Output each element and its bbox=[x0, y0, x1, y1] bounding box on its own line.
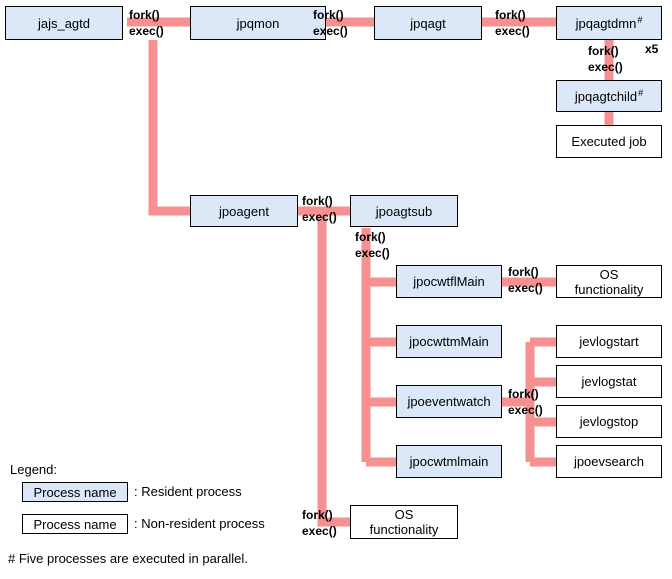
process-jpoagtsub: jpoagtsub bbox=[350, 195, 458, 227]
fork-exec-label: fork()exec() bbox=[495, 8, 530, 38]
process-jpqmon: jpqmon bbox=[190, 6, 326, 40]
legend-nonresident-sample: Process name bbox=[22, 514, 128, 534]
fork-exec-label: fork()exec() bbox=[508, 265, 543, 295]
process-jpoagent: jpoagent bbox=[190, 195, 298, 227]
process-jpocwtflMain: jpocwtflMain bbox=[396, 265, 502, 298]
process-label: Executed job bbox=[571, 134, 647, 149]
process-label: jpoagtsub bbox=[375, 203, 433, 219]
process-jpqagtdmn: jpqagtdmn# bbox=[556, 6, 662, 40]
legend-resident-desc: : Resident process bbox=[134, 484, 242, 499]
process-jpocwttmMain: jpocwttmMain bbox=[396, 325, 502, 358]
fork-exec-label: fork()exec() bbox=[508, 387, 543, 417]
process-label: jpocwttmMain bbox=[409, 334, 489, 349]
process-label: jpqmon bbox=[236, 15, 280, 31]
process-label: jpqagt bbox=[410, 15, 446, 31]
fork-exec-label: fork()exec() bbox=[355, 230, 390, 260]
process-label: jpocwtmlmain bbox=[409, 454, 489, 469]
process-label: jpoeventwatch bbox=[407, 394, 491, 409]
process-label: jpoagent bbox=[219, 203, 269, 219]
process-label: jevlogstart bbox=[579, 334, 639, 349]
process-label: jpoevsearch bbox=[573, 454, 645, 469]
process-jpoeventwatch: jpoeventwatch bbox=[396, 385, 502, 418]
multiplicity-label: x5 bbox=[645, 42, 659, 56]
fork-exec-label: fork()exec() bbox=[129, 8, 164, 38]
process-jajs-agtd: jajs_agtd bbox=[5, 6, 123, 40]
process-jevlogstat: jevlogstat bbox=[556, 365, 662, 398]
process-label: jpqagtchild# bbox=[574, 87, 644, 104]
parallel-mark: # bbox=[638, 87, 644, 98]
fork-exec-label: fork()exec() bbox=[302, 508, 337, 538]
connector-jpoagent-to-os bbox=[317, 211, 350, 527]
process-jpqagt: jpqagt bbox=[374, 6, 482, 40]
process-label: jevlogstop bbox=[579, 414, 639, 429]
process-label: jajs_agtd bbox=[37, 15, 91, 31]
process-label: jpqagtdmn# bbox=[575, 14, 643, 31]
legend-nonresident-desc: : Non-resident process bbox=[134, 516, 265, 531]
fork-exec-label: fork()exec() bbox=[302, 194, 337, 224]
fork-exec-label: fork()exec() bbox=[313, 8, 348, 38]
process-jevlogstop: jevlogstop bbox=[556, 405, 662, 438]
process-executed-job: Executed job bbox=[556, 125, 662, 158]
fork-exec-label: fork()exec() bbox=[588, 44, 623, 74]
footnote: # Five processes are executed in paralle… bbox=[8, 551, 248, 566]
connector-jajs-to-jpoagent bbox=[148, 40, 190, 216]
legend-title: Legend: bbox=[10, 462, 57, 477]
process-jpqagtchild: jpqagtchild# bbox=[556, 80, 662, 112]
process-jevlogstart: jevlogstart bbox=[556, 325, 662, 358]
process-label: jpocwtflMain bbox=[413, 274, 485, 289]
parallel-mark: # bbox=[637, 14, 643, 25]
legend-resident-sample: Process name bbox=[22, 482, 128, 502]
process-label: jevlogstat bbox=[581, 374, 637, 389]
process-jpoevsearch: jpoevsearch bbox=[556, 445, 662, 478]
process-jpocwtmlmain: jpocwtmlmain bbox=[396, 445, 502, 478]
